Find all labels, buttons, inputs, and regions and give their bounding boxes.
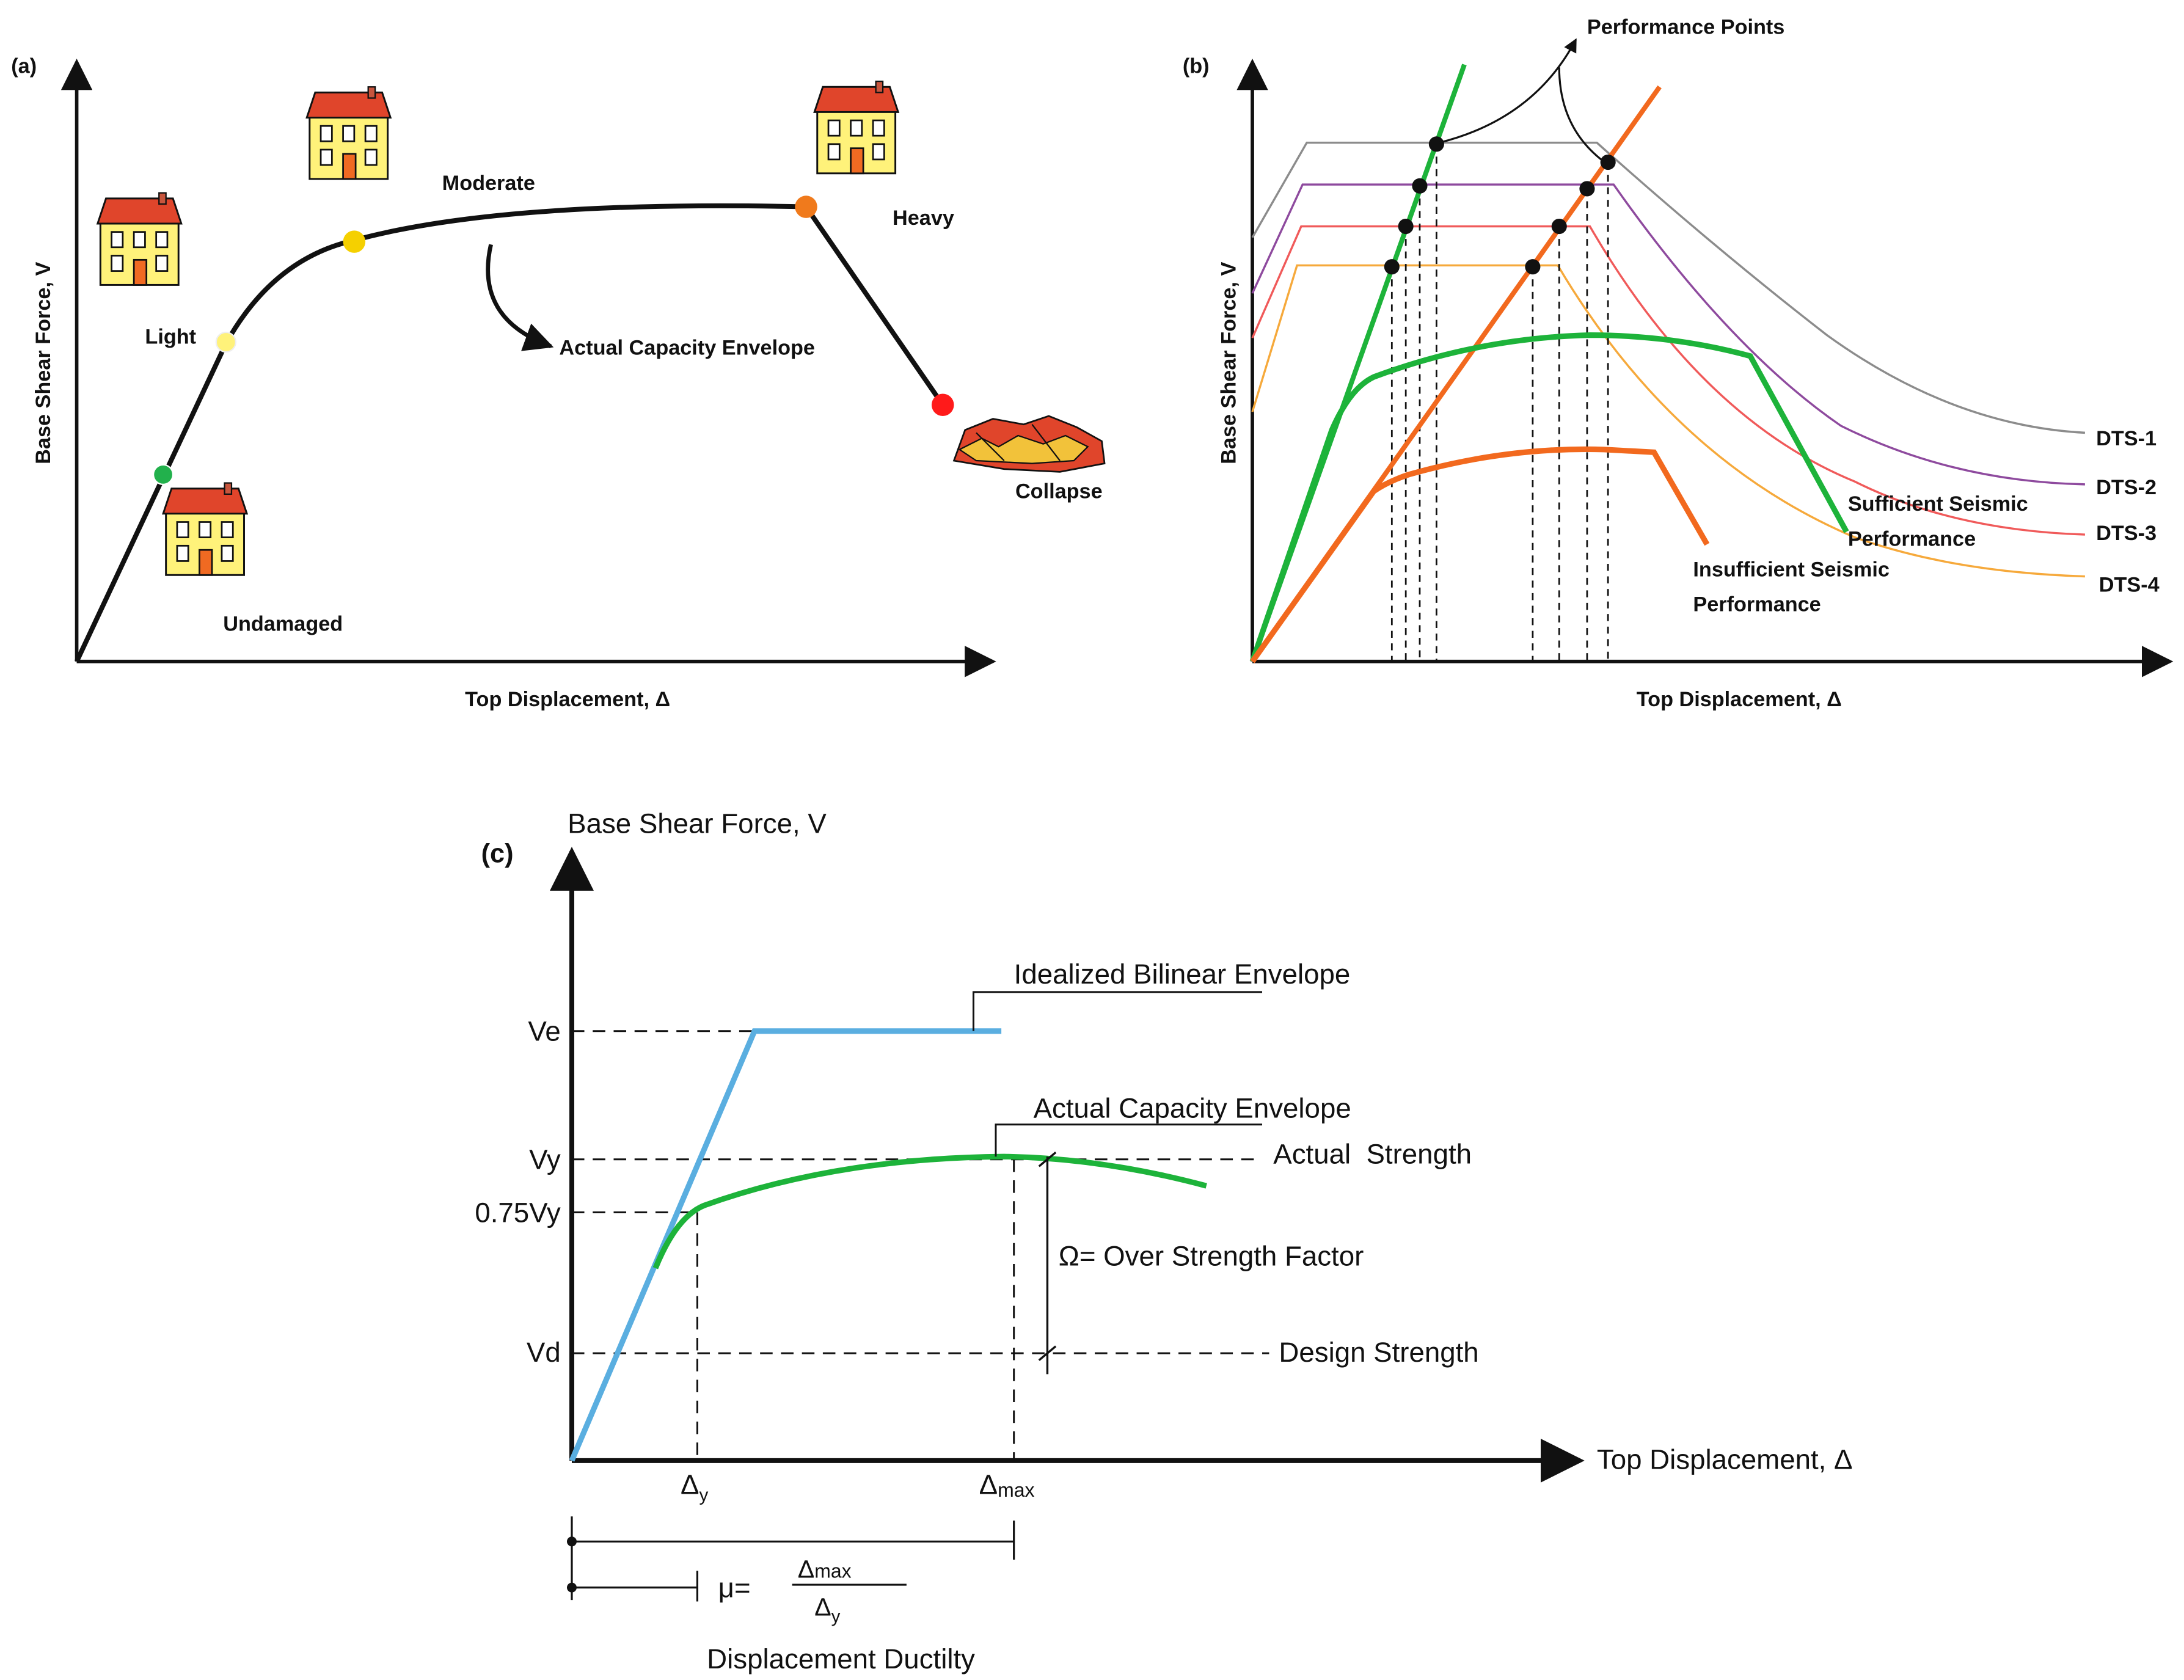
insufficient-label-line2: Performance <box>1693 593 1821 616</box>
house-undamaged-icon <box>162 482 248 576</box>
dts-3-label: DTS-3 <box>2096 522 2157 545</box>
ductility-bracket <box>571 1516 1015 1602</box>
x-tick-delta-y: Δy <box>681 1469 709 1505</box>
ductility-dot-bottom <box>566 1582 577 1593</box>
design-strength-label: Design Strength <box>1279 1337 1478 1368</box>
capacity-curve-sufficient <box>1249 332 1849 663</box>
bilinear-label: Idealized Bilinear Envelope <box>1014 959 1351 990</box>
demand-spectrum-dts-1 <box>1251 141 2086 434</box>
insufficient-label-line1: Insufficient Seismic <box>1693 558 1890 582</box>
y-tick-075vy: 0.75Vy <box>475 1197 561 1229</box>
overstrength-label: Ω= Over Strength Factor <box>1059 1240 1364 1271</box>
house-heavy-icon <box>813 80 899 175</box>
house-moderate-icon <box>305 86 392 180</box>
panel-c: (c) Base Shear Force, V Top Displacement… <box>475 808 1852 1675</box>
state-label-undamaged: Undamaged <box>223 613 343 636</box>
house-light-icon <box>97 192 183 286</box>
sufficient-label-line2: Performance <box>1848 527 1976 550</box>
performance-point-projections <box>1390 144 1609 662</box>
mu-symbol: μ= <box>718 1572 751 1604</box>
state-label-heavy: Heavy <box>893 206 954 230</box>
dts-2-label: DTS-2 <box>2096 476 2157 499</box>
state-marker-collapse <box>931 393 954 417</box>
actual-capacity-envelope <box>652 1153 1207 1269</box>
performance-point-markers <box>1384 136 1616 275</box>
sufficient-label-line1: Sufficient Seismic <box>1848 492 2028 516</box>
capacity-envelope-arrow <box>486 244 554 351</box>
bilinear-leader <box>972 991 1263 1031</box>
ductility-label: Displacement Ductilty <box>707 1643 975 1675</box>
panel-a-tag: (a) <box>11 54 37 78</box>
demand-spectrum-dts-3 <box>1251 225 2085 536</box>
mu-numerator: Δmax <box>798 1555 852 1583</box>
actual-strength-label: Actual Strength <box>1273 1139 1472 1170</box>
performance-points-arrow-left <box>1439 38 1577 144</box>
state-marker-light <box>215 331 236 353</box>
performance-points-label: Performance Points <box>1587 15 1784 38</box>
panel-b-tag: (b) <box>1183 54 1210 78</box>
state-marker-heavy <box>795 195 817 218</box>
dts-1-label: DTS-1 <box>2096 427 2157 450</box>
ductility-dot-top <box>566 1536 577 1547</box>
state-marker-undamaged <box>152 464 174 486</box>
panel-a: (a) Base Shear Force, V Top Displacement… <box>11 54 1106 711</box>
state-label-moderate: Moderate <box>442 172 535 195</box>
demand-spectrum-dts-2 <box>1251 183 2085 486</box>
panel-c-x-axis-label: Top Displacement, Δ <box>1597 1444 1853 1475</box>
state-marker-moderate <box>343 230 366 253</box>
house-collapse-icon <box>952 415 1106 473</box>
panel-a-curve-label: Actual Capacity Envelope <box>559 337 815 360</box>
y-tick-vy: Vy <box>529 1144 561 1175</box>
capacity-leader <box>995 1123 1263 1157</box>
capacity-curve-insufficient <box>1250 446 1710 663</box>
mu-denominator: Δy <box>814 1593 840 1626</box>
demand-spectrum-dts-4 <box>1251 264 2085 578</box>
dts-4-label: DTS-4 <box>2099 574 2160 597</box>
panel-a-y-axis-label: Base Shear Force, V <box>32 262 55 464</box>
panel-a-x-axis-label: Top Displacement, Δ <box>465 688 670 711</box>
panel-a-capacity-curve <box>74 203 945 663</box>
panel-c-tag: (c) <box>481 839 514 869</box>
x-tick-delta-max: Δmax <box>979 1469 1035 1502</box>
y-tick-ve: Ve <box>528 1016 560 1047</box>
state-label-collapse: Collapse <box>1015 480 1103 503</box>
panel-b: (b) Base Shear Force, V Top Displacement… <box>1183 15 2174 711</box>
idealized-bilinear-envelope <box>569 1028 1002 1462</box>
panel-b-y-axis-label: Base Shear Force, V <box>1218 262 1241 464</box>
y-tick-vd: Vd <box>527 1337 561 1368</box>
overstrength-tick-top <box>1038 1152 1057 1167</box>
panel-b-x-axis-label: Top Displacement, Δ <box>1637 688 1842 711</box>
performance-points-arrow-right <box>1558 67 1602 161</box>
capacity-label: Actual Capacity Envelope <box>1034 1092 1351 1123</box>
panel-c-y-axis-label: Base Shear Force, V <box>568 808 827 839</box>
overstrength-tick-bottom <box>1038 1345 1057 1361</box>
state-label-light: Light <box>145 325 196 348</box>
